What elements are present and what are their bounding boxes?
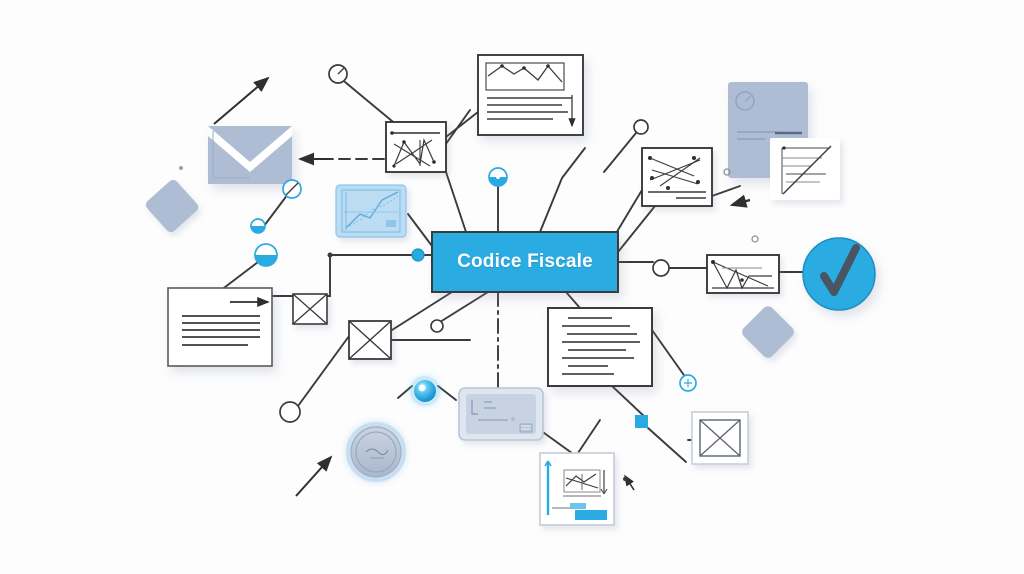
- connector-dot-under-center: [430, 319, 444, 333]
- connector-doc-to-blue-sq: [611, 385, 647, 419]
- connector-dot-micro-right-b: [751, 235, 759, 243]
- connector-dot-top-sm-above-center: [496, 175, 500, 179]
- connector-glow-right: [437, 385, 457, 401]
- connector-netright-down: [617, 205, 656, 253]
- connector-dot-micro-right-a: [723, 168, 731, 176]
- document-card-text-lines-center: [547, 307, 653, 387]
- connector-topright-dot-to-net: [603, 132, 637, 173]
- connector-center-to-topdoc: [539, 147, 586, 233]
- network-chart-box-right: [641, 147, 713, 207]
- connector-center-to-xbox: [391, 291, 453, 331]
- connector-networkbox-to-topdoc: [445, 111, 479, 138]
- connector-center-to-top-left: [445, 171, 467, 233]
- image-placeholder-box-1: [292, 293, 328, 325]
- connector-nodes: [179, 64, 759, 481]
- connector-dot-blue-small-left: [411, 248, 425, 262]
- arrow-bottom-left-up: [295, 455, 333, 497]
- envelope-icon: [208, 126, 292, 184]
- connector-docstack-down: [711, 185, 741, 197]
- connector-small-node-pair: [263, 193, 289, 227]
- arrow-top-left-up: [213, 76, 270, 125]
- connector-topdoc-up: [442, 109, 471, 149]
- document-card-with-chart: [477, 54, 584, 136]
- connector-topleft-dot-to-box: [344, 81, 399, 127]
- connector-dot-center-right: [652, 259, 670, 277]
- center-node-box[interactable]: [431, 231, 619, 293]
- connector-dot-bottom-right: [679, 374, 697, 392]
- seal-stamp-icon: [346, 422, 406, 482]
- glow-sphere-node: [410, 376, 440, 406]
- connector-bluesq-to-dot: [647, 427, 687, 463]
- blue-chart-thumbnail: [335, 184, 407, 238]
- connector-dot-left-line-node: [327, 252, 333, 258]
- connector-glow-left: [397, 385, 413, 399]
- connector-lines: [207, 81, 806, 463]
- diamond-shape-right: [742, 306, 794, 358]
- diamond-shape-left: [145, 179, 199, 233]
- connector-dot-top-left: [328, 64, 348, 84]
- connector-center-to-left-line: [271, 254, 433, 297]
- tablet-device-card: [458, 387, 544, 441]
- arrow-right-small: [729, 194, 751, 208]
- connector-tablet-to-chartcard: [539, 429, 577, 457]
- connector-dot-micro-left: [179, 166, 183, 170]
- connector-dot-top-right: [633, 119, 649, 135]
- connector-dot-ring-slash-left: [282, 179, 302, 199]
- document-card-text-lines-left: [167, 287, 273, 367]
- connector-chartcard-up: [575, 419, 601, 457]
- chart-card-bottom: [539, 452, 615, 526]
- image-placeholder-box-2: [348, 320, 392, 360]
- document-card-white-overlay: [770, 138, 840, 200]
- network-chart-box-top: [385, 121, 447, 173]
- connector-dot-blue-square: [635, 415, 648, 428]
- image-placeholder-box-3: [691, 411, 749, 465]
- connector-dot-half-fill-left: [254, 243, 278, 267]
- connector-center-to-dot-low: [439, 291, 489, 323]
- connector-dot-tiny-left: [250, 218, 266, 234]
- connector-dot-micro-bottom: [623, 477, 627, 481]
- connector-xbox-to-dot: [297, 331, 353, 407]
- chart-box-right: [706, 254, 780, 294]
- connector-docright-to-circle: [651, 329, 687, 379]
- connector-dot-bottom-left: [279, 401, 301, 423]
- connector-center-to-chartthumb: [407, 213, 433, 247]
- checkmark-circle-icon: [802, 237, 876, 311]
- connector-center-to-docright: [565, 291, 581, 309]
- arrow-connectors: [213, 76, 751, 497]
